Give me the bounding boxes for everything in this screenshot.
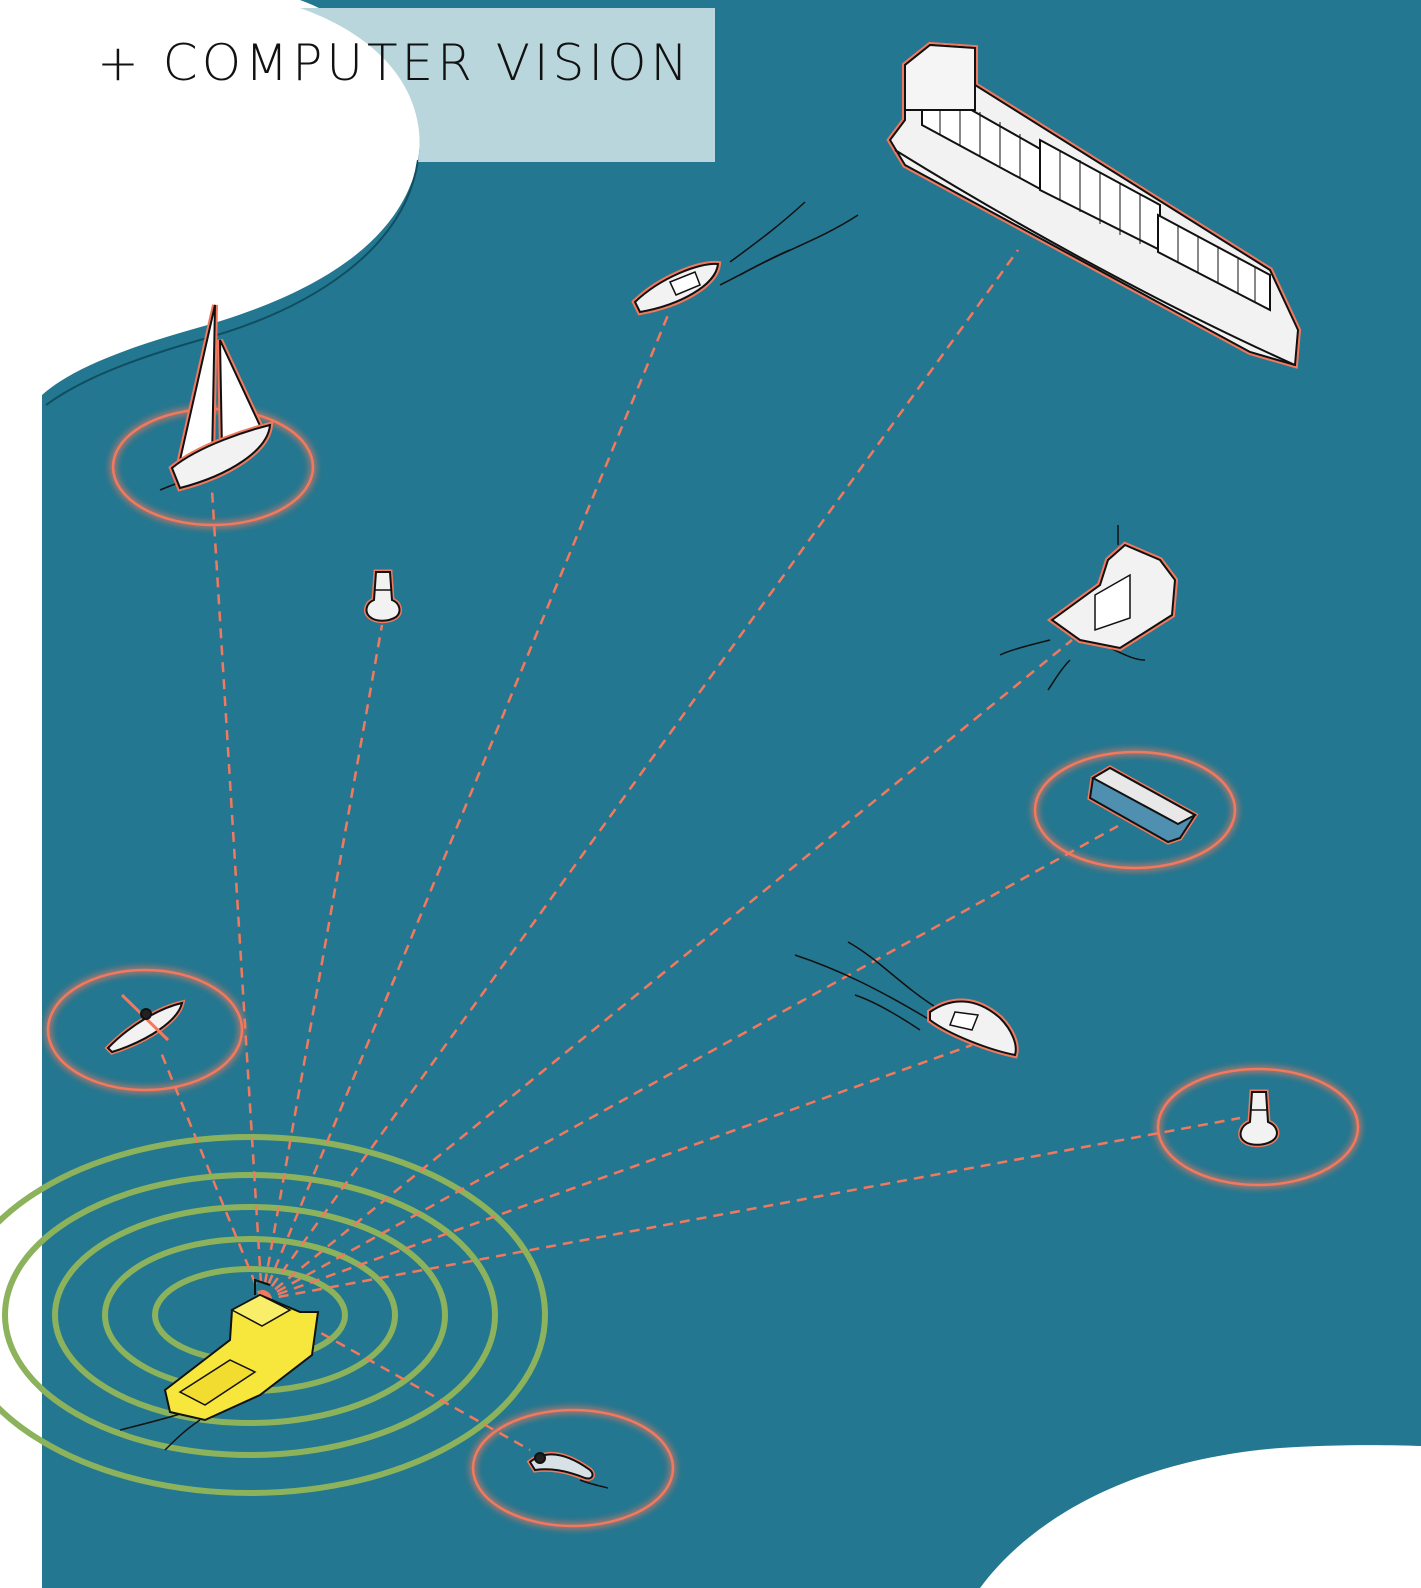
page-title: + COMPUTER VISION (97, 34, 692, 92)
